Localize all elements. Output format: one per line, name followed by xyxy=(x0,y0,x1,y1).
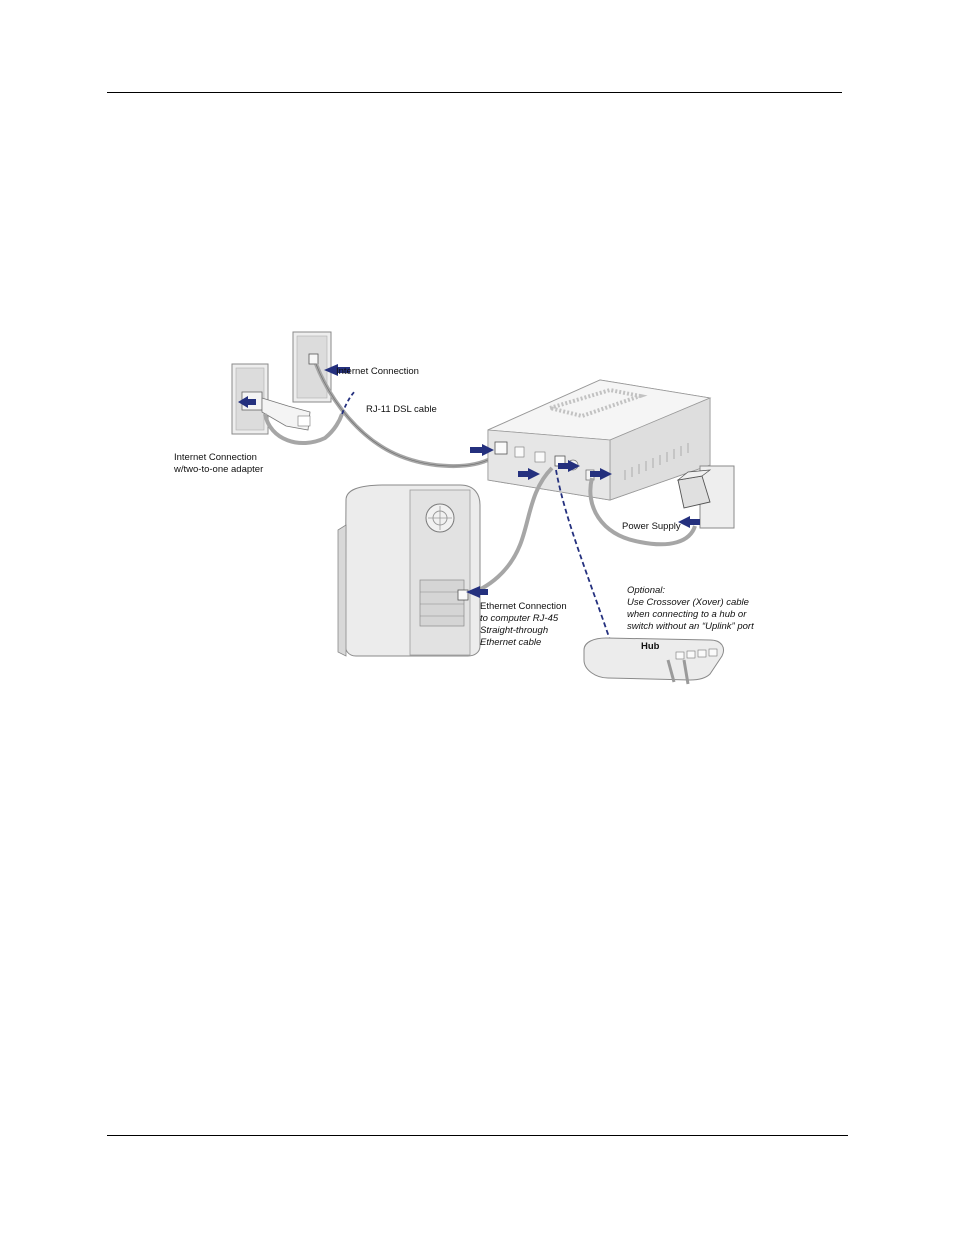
adapter-cable xyxy=(263,413,344,446)
dsl-modem xyxy=(487,379,712,501)
label-internet-connection-adapter-2: w/two-to-one adapter xyxy=(174,464,264,475)
label-ethernet-2: to computer RJ-45 xyxy=(480,613,559,624)
network-connection-diagram: Internet Connection RJ-11 DSL cable Inte… xyxy=(170,330,780,690)
header-rule xyxy=(107,92,842,93)
label-optional-4: switch without an “Uplink” port xyxy=(627,621,754,632)
label-power-supply: Power Supply xyxy=(622,521,681,532)
wall-jack-top xyxy=(292,331,332,403)
hub xyxy=(583,637,724,685)
arrow-icons xyxy=(238,364,700,598)
computer-tower xyxy=(337,484,481,657)
label-internet-connection-top: Internet Connection xyxy=(336,366,419,377)
label-optional-3: when connecting to a hub or xyxy=(627,609,747,620)
label-ethernet-4: Ethernet cable xyxy=(480,637,542,648)
power-outlet xyxy=(676,465,735,529)
crossover-cable xyxy=(555,469,613,647)
footer-rule xyxy=(107,1135,848,1136)
label-ethernet-3: Straight-through xyxy=(480,625,549,636)
label-optional-2: Use Crossover (Xover) cable xyxy=(627,597,749,608)
label-rj11-cable: RJ-11 DSL cable xyxy=(366,404,437,415)
ethernet-cable xyxy=(463,466,554,598)
power-cable xyxy=(588,477,697,547)
label-optional-1: Optional: xyxy=(627,585,666,596)
label-hub: Hub xyxy=(641,641,660,652)
label-internet-connection-adapter-1: Internet Connection xyxy=(174,452,257,463)
label-ethernet-1: Ethernet Connection xyxy=(480,601,567,612)
